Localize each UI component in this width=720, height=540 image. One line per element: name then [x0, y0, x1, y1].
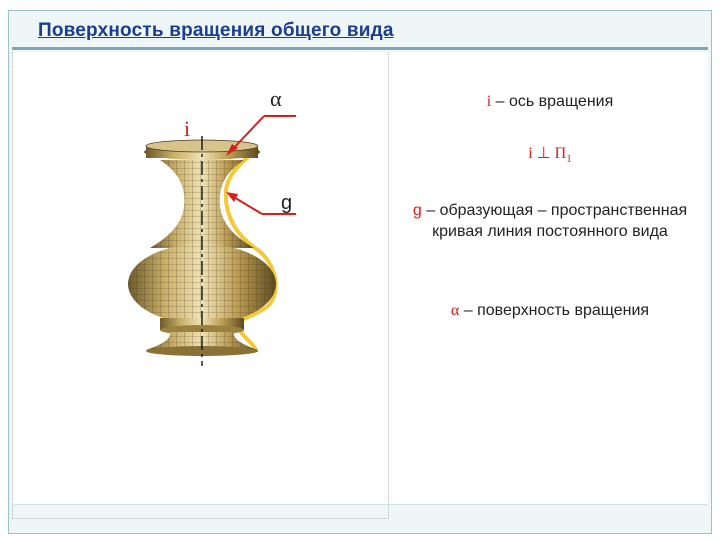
label-generatrix-g: g	[281, 192, 293, 214]
definition-perpendicular: i ⊥ П1	[400, 143, 700, 170]
generatrix-symbol: g	[412, 202, 422, 219]
perp-plane-index: 1	[566, 153, 572, 166]
perp-symbol: i	[528, 145, 533, 162]
axis-symbol: i	[486, 93, 492, 110]
perp-plane: П	[554, 145, 567, 162]
generatrix-text: – образующая – пространственная кривая л…	[421, 202, 688, 240]
label-alpha: α	[270, 86, 282, 111]
label-axis-i: i	[184, 116, 191, 141]
axis-text: – ось вращения	[491, 93, 614, 110]
perp-operator: ⊥	[532, 145, 555, 162]
surface-text: – поверхность вращения	[459, 302, 650, 319]
definition-surface: α – поверхность вращения	[400, 300, 700, 321]
title-divider	[12, 47, 708, 50]
surface-symbol: α	[450, 302, 460, 319]
content-area	[12, 52, 708, 522]
slide-title: Поверхность вращения общего вида	[38, 20, 394, 41]
figure-panel-left-edge	[12, 52, 13, 518]
figure-panel	[12, 52, 389, 519]
definition-axis: i – ось вращения	[400, 91, 700, 112]
bottom-strip	[12, 504, 708, 525]
definition-generatrix: g – образующая – пространственная кривая…	[400, 200, 700, 242]
